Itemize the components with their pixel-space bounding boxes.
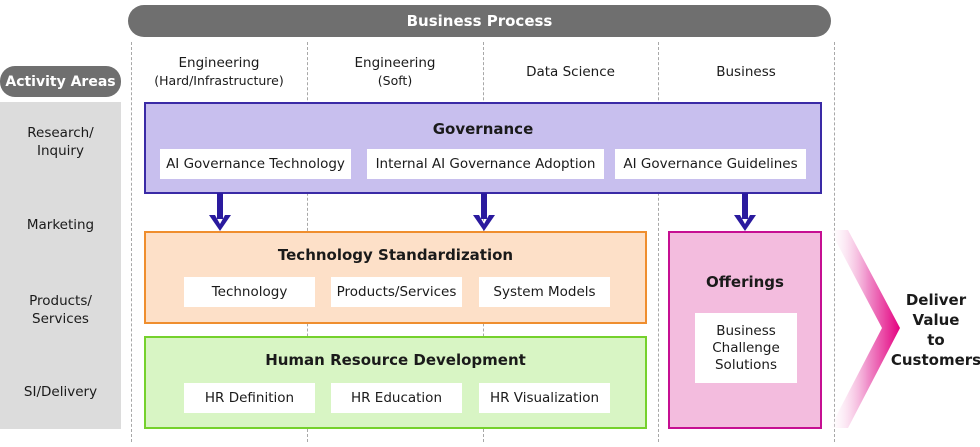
human-resource-development-box: Human Resource Development HR Definition…	[144, 336, 647, 429]
governance-box: Governance AI Governance Technology Inte…	[144, 102, 822, 194]
governance-item: Internal AI Governance Adoption	[367, 149, 604, 179]
technology-item: Technology	[184, 277, 315, 307]
technology-title: Technology Standardization	[277, 246, 514, 264]
row-label-products: Products/ Services	[0, 292, 121, 328]
down-arrow-icon	[209, 193, 231, 231]
column-header-subline: (Soft)	[377, 73, 413, 88]
deliver-chevron-icon	[830, 230, 900, 428]
deliver-line: to	[927, 331, 945, 349]
technology-item: Products/Services	[331, 277, 462, 307]
column-divider	[658, 42, 659, 442]
offerings-item-line: Business	[716, 322, 776, 339]
offerings-item-line: Solutions	[714, 356, 778, 373]
governance-item: AI Governance Technology	[160, 149, 351, 179]
activity-areas-label: Activity Areas	[0, 66, 121, 97]
column-header-line: Data Science	[526, 64, 615, 80]
offerings-box: Offerings Business Challenge Solutions	[668, 231, 822, 429]
governance-item: AI Governance Guidelines	[615, 149, 806, 179]
offerings-item-line: Challenge	[712, 339, 780, 356]
column-header-engineering-soft: Engineering (Soft)	[307, 54, 483, 90]
column-header-line: Business	[716, 64, 776, 80]
row-label-line: Products/	[29, 293, 92, 309]
row-label-delivery: SI/Delivery	[23, 384, 98, 400]
activity-areas-column	[0, 102, 121, 429]
column-divider	[131, 42, 132, 442]
column-header-data-science: Data Science	[483, 54, 658, 90]
hr-item: HR Visualization	[479, 383, 610, 413]
row-label-research: Research/ Inquiry	[0, 124, 121, 160]
column-header-subline: (Hard/Infrastructure)	[154, 73, 284, 88]
column-header-business: Business	[658, 54, 834, 90]
column-header-line: Engineering	[178, 55, 260, 71]
down-arrow-icon	[473, 193, 495, 231]
row-label-marketing: Marketing	[26, 217, 95, 233]
hr-item: HR Education	[331, 383, 462, 413]
technology-standardization-box: Technology Standardization Technology Pr…	[144, 231, 647, 324]
hr-title: Human Resource Development	[265, 351, 526, 369]
hr-item: HR Definition	[184, 383, 315, 413]
row-label-line: Research/	[27, 125, 94, 141]
column-header-line: Engineering	[354, 55, 436, 71]
offerings-item: Business Challenge Solutions	[695, 313, 797, 383]
offerings-title: Offerings	[706, 273, 784, 291]
technology-item: System Models	[479, 277, 610, 307]
business-process-header: Business Process	[128, 5, 831, 37]
deliver-line: Deliver	[905, 291, 967, 309]
down-arrow-icon	[734, 193, 756, 231]
deliver-value-text: Deliver Value to Customers	[886, 290, 980, 370]
row-label-line: Inquiry	[37, 143, 84, 159]
column-divider	[834, 42, 835, 442]
row-label-line: Services	[32, 311, 89, 327]
governance-title: Governance	[432, 120, 534, 138]
column-header-engineering-hard: Engineering (Hard/Infrastructure)	[131, 54, 307, 90]
deliver-line: Value	[912, 311, 960, 329]
deliver-line: Customers	[890, 351, 980, 369]
